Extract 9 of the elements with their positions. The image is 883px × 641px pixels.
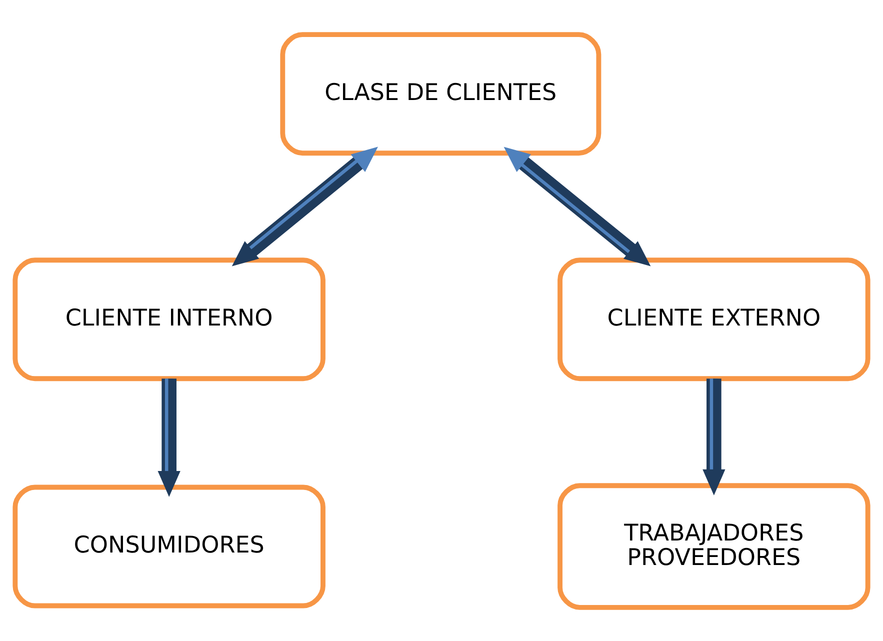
arrow <box>158 378 180 496</box>
node-box: TRABAJADORES PROVEEDORES <box>558 482 870 610</box>
arrow <box>702 378 726 495</box>
arrow <box>504 146 651 266</box>
node-box: CLIENTE INTERNO <box>12 257 326 381</box>
arrow <box>232 146 378 266</box>
node-box: CLIENTE EXTERNO <box>558 257 870 381</box>
node-box: CONSUMIDORES <box>12 484 326 608</box>
node-box: CLASE DE CLIENTES <box>280 32 602 156</box>
